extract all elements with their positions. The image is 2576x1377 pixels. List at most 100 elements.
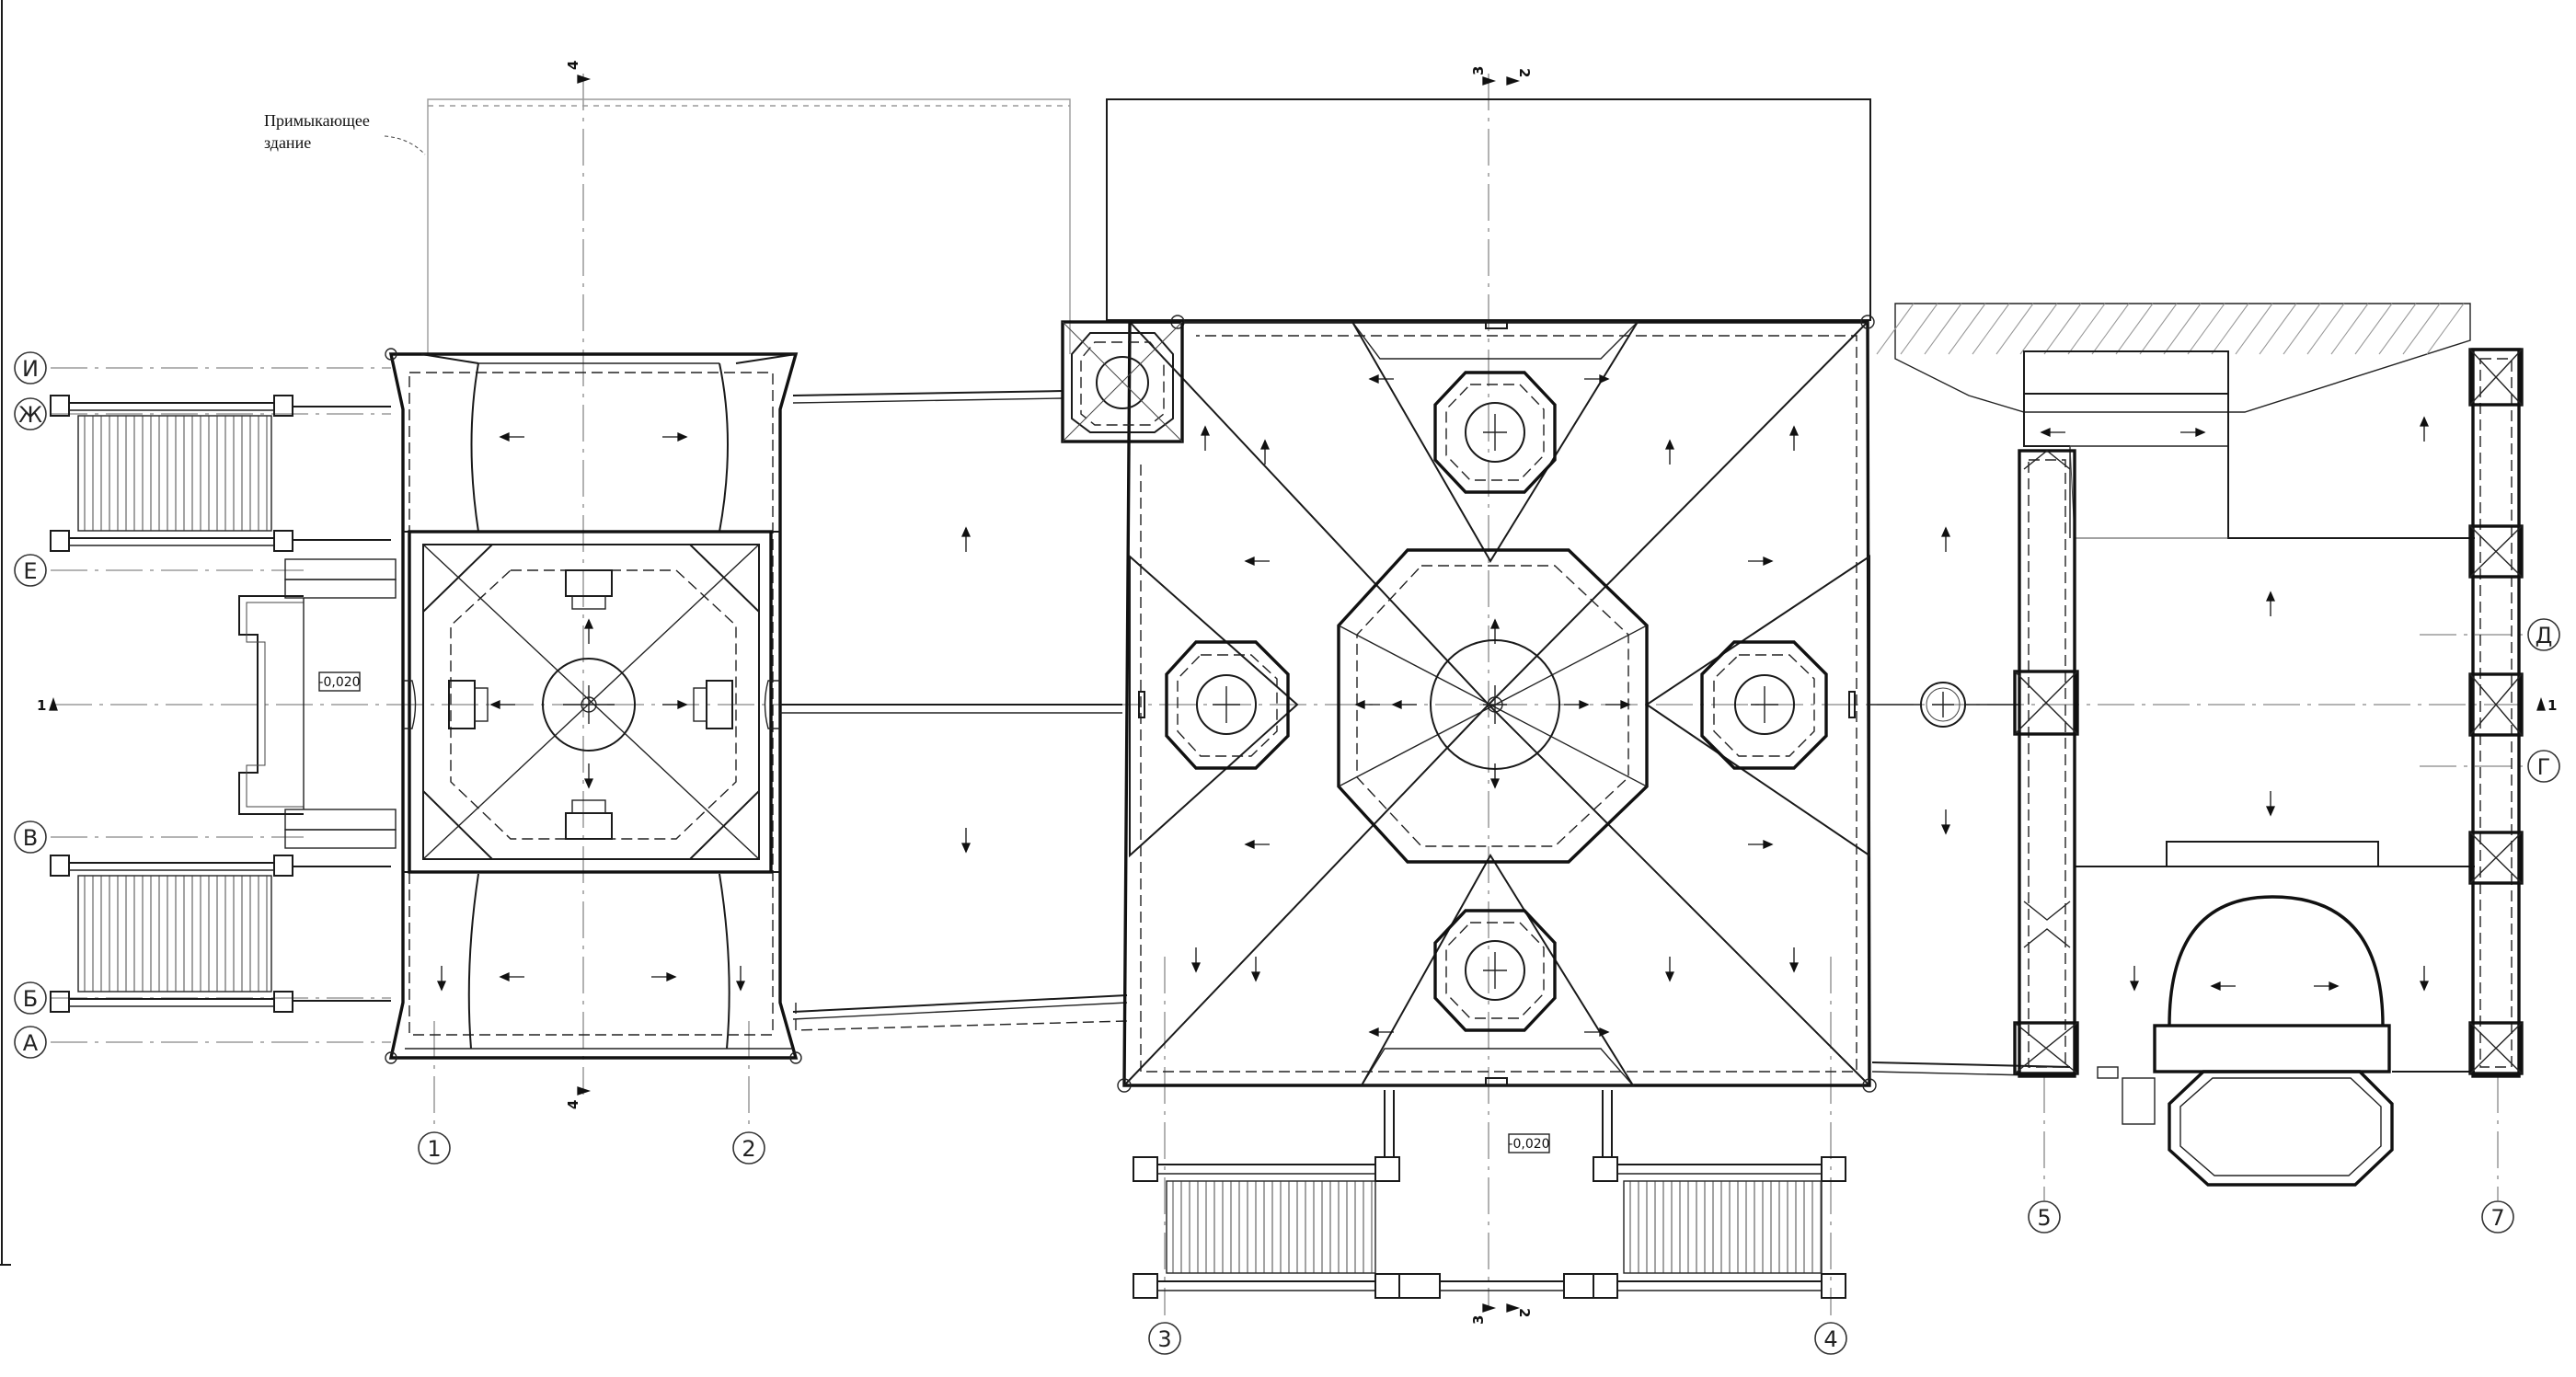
- slope-arrow-head: [2329, 981, 2340, 992]
- note-adjacent-building-line1: Примыкающее: [264, 111, 370, 130]
- slope-arrow-head: [489, 699, 500, 710]
- slope-arrow-head: [2040, 427, 2051, 438]
- slope-arrow-head: [1489, 778, 1501, 789]
- axis-bubble-4: 4: [1814, 1322, 1847, 1355]
- slope-arrow-head: [1599, 1027, 1610, 1038]
- axis-bubble-Б: Б: [14, 981, 47, 1015]
- hatch-line: [2306, 303, 2345, 355]
- passage-roof: [780, 390, 1128, 1031]
- hatch-line: [2211, 303, 2249, 355]
- bottom-stair-right: [1374, 1090, 1846, 1299]
- hatch-line: [1972, 303, 2010, 355]
- axis-label: Б: [23, 986, 38, 1012]
- axis-bubble-Д: Д: [2527, 618, 2560, 651]
- central-block-roof: [1106, 98, 1877, 1093]
- hatch-line: [1948, 303, 1986, 355]
- axis-label: В: [23, 825, 38, 851]
- bottom-stair-treads: [1172, 1181, 1822, 1273]
- slope-arrow-head: [1391, 699, 1402, 710]
- hatch-pattern: [1876, 303, 2465, 355]
- slope-arrow-head: [2195, 427, 2206, 438]
- slope-arrow-head: [960, 843, 972, 854]
- hatch-line: [1924, 303, 1962, 355]
- section-label: 3: [1470, 1315, 1487, 1325]
- hatch-line: [2139, 303, 2178, 355]
- slope-arrow-head: [1940, 824, 1951, 835]
- elevation-label: -0,020: [1508, 1137, 1549, 1152]
- section-mark-4-bottom: 4: [565, 1086, 592, 1109]
- left-stair-upper: [50, 395, 391, 552]
- section-mark-1-left: 1: [37, 696, 58, 714]
- slope-arrow-head: [2419, 981, 2430, 992]
- slope-arrow-head: [1763, 839, 1774, 850]
- hatch-line: [2187, 303, 2225, 355]
- hatch-line: [2402, 303, 2441, 355]
- section-mark-3-2-bottom: 3 2: [1470, 1303, 1533, 1325]
- axis-label: 2: [742, 1136, 755, 1162]
- hatch-line: [2378, 303, 2417, 355]
- hatch-line: [2259, 303, 2297, 355]
- slope-arrow-head: [666, 971, 677, 982]
- slope-arrow-head: [677, 699, 688, 710]
- slope-arrow-head: [499, 431, 510, 442]
- axis-bubble-А: А: [14, 1026, 47, 1059]
- axis-label: И: [22, 356, 39, 382]
- left-block-roof: [385, 348, 802, 1064]
- section-label: 2: [1516, 1308, 1533, 1317]
- slope-arrow-head: [583, 618, 594, 629]
- slope-arrow-head: [2265, 591, 2276, 602]
- elevation-mark-bottom: -0,020: [1508, 1133, 1550, 1153]
- hatch-line: [2235, 303, 2273, 355]
- slope-arrow-head: [1763, 556, 1774, 567]
- hatch-line: [2283, 303, 2321, 355]
- small-round-turret: [1869, 682, 2019, 728]
- axis-label: Д: [2536, 623, 2553, 648]
- axis-label: Г: [2537, 754, 2551, 780]
- slope-arrow-head: [1244, 556, 1255, 567]
- slope-arrow-head: [1489, 618, 1501, 629]
- slope-arrow-head: [1190, 962, 1202, 973]
- slope-arrow-head: [1664, 439, 1675, 450]
- section-mark-3-2-top: 3 2: [1470, 66, 1533, 86]
- hatch-line: [2163, 303, 2202, 355]
- note-adjacent-building-line2: здание: [264, 133, 311, 152]
- slope-arrow-head: [2419, 416, 2430, 427]
- slope-arrow-head: [1788, 425, 1800, 436]
- section-label: 3: [1470, 66, 1487, 75]
- axis-bubble-2: 2: [732, 1131, 765, 1165]
- slope-arrows: [436, 373, 2430, 1038]
- slope-arrow-head: [436, 981, 447, 992]
- axis-bubble-Ж: Ж: [14, 397, 47, 430]
- section-label: 1: [2547, 697, 2557, 714]
- slope-arrow-head: [1599, 373, 1610, 384]
- slope-arrow-head: [735, 981, 746, 992]
- hatch-line: [2115, 303, 2154, 355]
- central-drum-top: [1433, 371, 1557, 494]
- hatch-line: [2426, 303, 2465, 355]
- slope-arrow-head: [1354, 699, 1365, 710]
- hatch-line: [1995, 303, 2034, 355]
- slope-arrow-head: [1259, 439, 1271, 450]
- slope-arrow-head: [960, 526, 972, 537]
- hatch-line: [1876, 303, 1915, 355]
- right-wing-roof: [1871, 303, 2475, 1187]
- hatch-line: [2043, 303, 2082, 355]
- section-label: 4: [565, 1100, 581, 1109]
- axis-bubble-И: И: [14, 351, 47, 384]
- axis-bubble-Г: Г: [2527, 750, 2560, 783]
- slope-arrow-head: [2129, 981, 2140, 992]
- slope-arrow-head: [1620, 699, 1631, 710]
- section-mark-4-top: 4: [565, 61, 592, 84]
- axis-label: 1: [427, 1136, 441, 1162]
- hatch-line: [2330, 303, 2369, 355]
- corner-turret: [1061, 320, 1184, 443]
- section-label: 4: [565, 61, 581, 70]
- adjacent-building-outline: [427, 98, 1071, 354]
- pier-column-5: [2013, 449, 2079, 1078]
- slope-arrow-head: [2210, 981, 2221, 992]
- elevation-label: -0,020: [318, 675, 360, 690]
- slope-arrow-head: [1664, 971, 1675, 982]
- central-drum-bottom: [1433, 909, 1557, 1032]
- axis-bubble-Е: Е: [14, 554, 47, 587]
